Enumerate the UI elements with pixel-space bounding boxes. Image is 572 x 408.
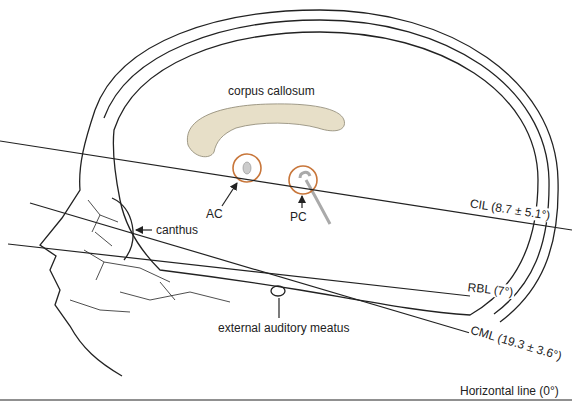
canthus-arrow: [136, 229, 152, 230]
structure-label: PC: [290, 210, 307, 224]
eam-leader: [278, 298, 279, 318]
rbl-line: [8, 244, 470, 296]
anterior-commissure: [243, 162, 251, 174]
corpus-callosum: [187, 104, 344, 157]
brain-outline: [113, 32, 538, 315]
structure-label: external auditory meatus: [218, 321, 349, 335]
horizontal-line: [0, 399, 572, 400]
cml-line: [30, 203, 470, 333]
face-profile: [40, 110, 122, 376]
external-auditory-meatus: [271, 286, 285, 296]
line-label: Horizontal line (0°): [460, 384, 559, 398]
structure-label: AC: [206, 207, 223, 221]
pc-arrow: [301, 196, 302, 208]
canthus-bracket: [112, 198, 133, 260]
facial-bones: [70, 200, 230, 312]
structure-label: corpus callosum: [228, 84, 315, 98]
line-label: CIL (8.7 ± 5.1°): [468, 196, 552, 223]
line-label: CML (19.3 ± 3.6°): [468, 323, 564, 364]
ac-arrow: [222, 183, 237, 206]
structure-label: canthus: [156, 223, 198, 237]
cil-line: [0, 141, 572, 230]
